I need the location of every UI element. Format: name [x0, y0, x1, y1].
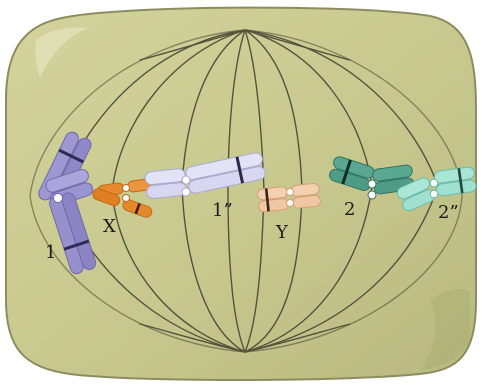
label-chromosome-2: 2 — [344, 199, 355, 220]
label-chromosome-1-double-prime: 1” — [212, 200, 233, 221]
label-chromosome-y: Y — [275, 222, 289, 243]
label-chromosome-2-double-prime: 2” — [438, 202, 459, 223]
label-chromosome-1: 1 — [45, 242, 56, 263]
label-chromosome-x: X — [103, 216, 116, 237]
